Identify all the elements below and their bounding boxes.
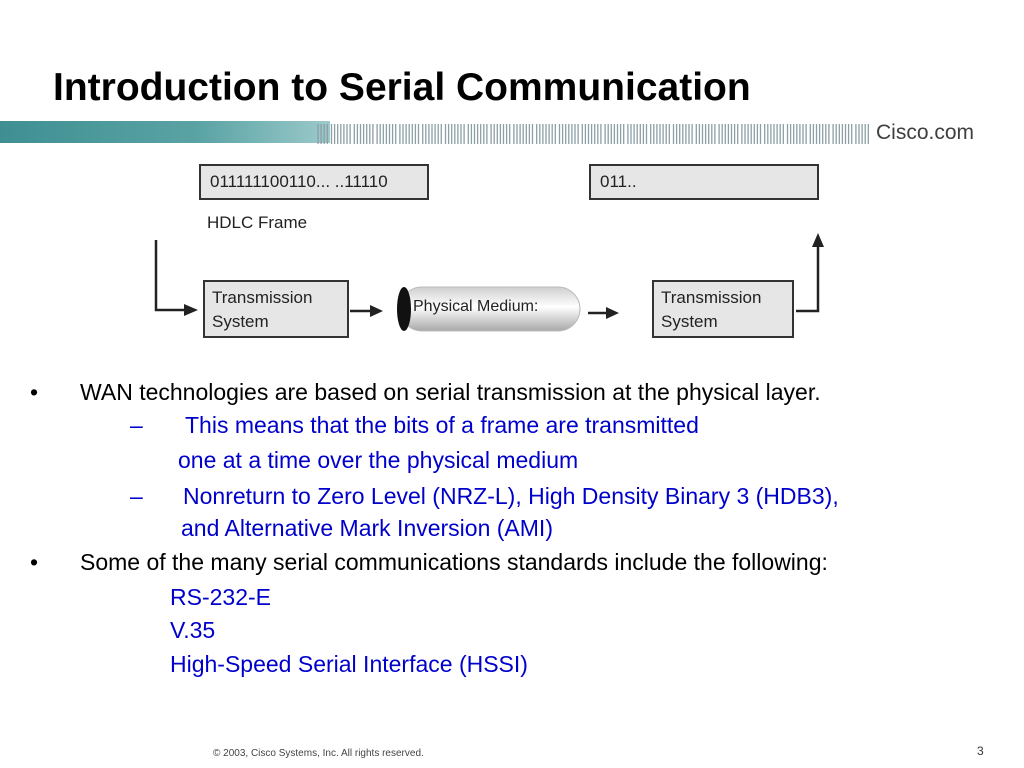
bullet-marker: • xyxy=(30,379,39,405)
brand-logo: Cisco.com xyxy=(876,121,975,144)
receiver-bits-box: 011.. xyxy=(589,164,819,200)
hdlc-frame-label: HDLC Frame xyxy=(207,213,308,232)
receiver-bits: 011.. xyxy=(600,172,637,191)
standard-item: RS-232-E xyxy=(170,584,271,610)
bullet-2-text: Some of the many serial communications s… xyxy=(80,549,828,575)
slide-title: Introduction to Serial Communication xyxy=(53,66,751,109)
sub-bullet-marker: – xyxy=(130,483,143,509)
sender-bits-box: 011111100110... ..11110 xyxy=(199,164,429,200)
receiver-transmission-system: Transmission System xyxy=(652,280,794,338)
sub-bullet-1-line-2: one at a time over the physical medium xyxy=(178,447,579,473)
page-number: 3 xyxy=(977,744,984,758)
sender-system-line-2: System xyxy=(212,312,269,331)
bullet-marker: • xyxy=(30,549,39,575)
standard-item: High-Speed Serial Interface (HSSI) xyxy=(170,651,528,677)
receiver-system-line-1: Transmission xyxy=(661,288,762,307)
header-banner xyxy=(0,121,869,144)
sub-bullet-marker: – xyxy=(130,412,143,438)
copyright-footer: © 2003, Cisco Systems, Inc. All rights r… xyxy=(213,748,424,759)
sender-system-line-1: Transmission xyxy=(212,288,313,307)
receiver-system-line-2: System xyxy=(661,312,718,331)
sub-bullet-2-line-2: and Alternative Mark Inversion (AMI) xyxy=(181,515,553,541)
physical-medium-tube xyxy=(397,286,581,332)
sender-transmission-system: Transmission System xyxy=(203,280,349,338)
sub-bullet-1-line-1: This means that the bits of a frame are … xyxy=(185,412,699,438)
sub-bullet-2-line-1: Nonreturn to Zero Level (NRZ-L), High De… xyxy=(183,483,839,509)
standard-item: V.35 xyxy=(170,617,216,643)
sender-bits: 011111100110... ..11110 xyxy=(210,172,388,191)
serial-diagram xyxy=(154,233,824,332)
physical-medium-label: Physical Medium: xyxy=(413,298,539,315)
right-flow-arrow xyxy=(796,246,820,313)
bullet-1-text: WAN technologies are based on serial tra… xyxy=(80,379,821,405)
left-flow-arrow xyxy=(154,240,186,312)
